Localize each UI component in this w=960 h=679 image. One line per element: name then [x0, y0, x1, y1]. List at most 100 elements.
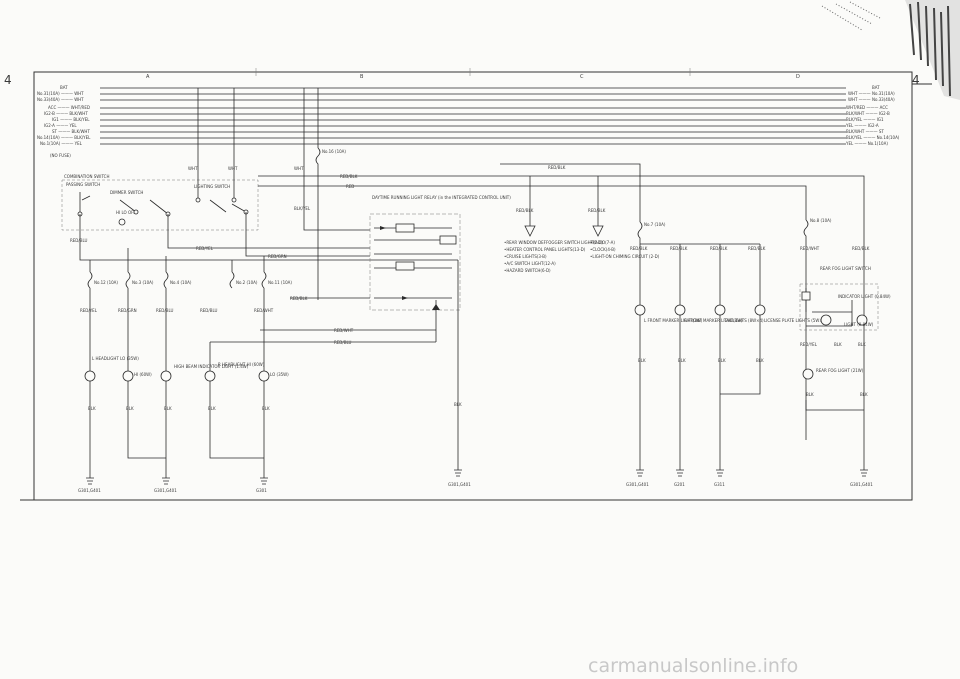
red-grn-feed — [245, 212, 370, 257]
left-supply-labels: BAT No.31(10A) ——— WHT No.33(40A) ——— WH… — [37, 85, 91, 158]
rc-upper-label-2: RED/BLK — [670, 246, 688, 251]
fuse-11-label: No.11 (10A) — [268, 280, 292, 285]
supply-label-bat: BAT — [60, 85, 68, 90]
drl-relay-box — [369, 213, 461, 311]
rc-upper-label-3: RED/BLK — [710, 246, 728, 251]
supply-label-no31: No.31(10A) ——— WHT — [37, 91, 84, 96]
wire-label-red-grn: RED/GRN — [268, 254, 287, 259]
fog-ground-label: G301,G401 — [850, 482, 873, 487]
hl-lower-label-4: BLK — [208, 406, 216, 411]
supply-label-no14: No.14(10A) ——— BLK/YEL — [37, 135, 91, 140]
mid-ground-label: G301,G401 — [448, 482, 471, 487]
frame-ticks — [20, 83, 932, 501]
scan-edge-artifact — [821, 0, 960, 100]
fog-lamp-label: REAR FOG LIGHT (21W) — [816, 368, 864, 373]
supply-label-ig2b-r: BLK/WHT ——— IG2-B — [846, 111, 890, 116]
fog-switch-internals — [801, 288, 868, 327]
fog-label-blk-1: BLK — [834, 342, 842, 347]
drl-relay-internals — [374, 223, 457, 342]
fuse-16-symbol — [315, 147, 321, 300]
right-lamps — [634, 304, 766, 316]
mid-ground-symbol — [454, 260, 462, 477]
fuse-2-label: No.2 (10A) — [236, 280, 258, 285]
supply-label-ig1-r: BLK/YEL ——— IG1 — [846, 117, 884, 122]
drl-note: •LIGHT-ON CHIMING CIRCUIT (2-D) — [590, 254, 660, 259]
drl-note: •CLOCK(4-B) — [590, 247, 616, 252]
hl-ground-label-1: G301,G401 — [78, 488, 101, 493]
rc-ground-label-2: G201 — [674, 482, 685, 487]
fuse-7-label: No.7 (10A) — [644, 222, 666, 227]
bus-taps — [197, 88, 319, 170]
supply-label-no33: No.33(40A) ——— WHT — [37, 97, 84, 102]
red-blu-feed — [79, 214, 458, 261]
rc-lamp-label-2: R FRONT MARKER LIGHT(3W) — [684, 318, 743, 323]
hl-ground-label-2: G301,G401 — [154, 488, 177, 493]
page-number: 4 — [4, 73, 12, 87]
wire-label-red-blk: RED/BLK — [340, 174, 358, 179]
rc-lower-label-3: BLK — [718, 358, 726, 363]
rc-lower-label-2: BLK — [678, 358, 686, 363]
rc-lower-label-4: BLK — [756, 358, 764, 363]
hl-upper-label-4: RED/BLU — [200, 308, 218, 313]
hl-lower-label-3: BLK — [164, 406, 172, 411]
fog-label-red-yel: RED/YEL — [800, 342, 818, 347]
drl-note: •RADIO(7-A) — [590, 240, 615, 245]
hl-upper-label-1: RED/YEL — [80, 308, 98, 313]
rc-upper-label-1: RED/BLK — [630, 246, 648, 251]
wire-label-wht-b: WHT — [228, 166, 238, 171]
fog-label-red-blk: RED/BLK — [852, 246, 870, 251]
supply-label-st-r: BLK/WHT ——— ST — [846, 129, 884, 134]
wire-label-red-blu: RED/BLU — [70, 238, 88, 243]
drl-note: •HAZARD SWITCH(6-D) — [504, 268, 551, 273]
rc-lamp-label-4: LICENSE PLATE LIGHTS (5W×2) — [764, 318, 827, 323]
fog-label-blk-2: BLK — [858, 342, 866, 347]
hl-upper-label-3: RED/BLU — [156, 308, 174, 313]
drl-note: •A/C SWITCH LIGHT(12-A) — [504, 261, 556, 266]
rc-lamp-label-1: L FRONT MARKER LIGHT(3W) — [644, 318, 703, 323]
wire-label-red-blk-2: RED/BLK — [290, 296, 308, 301]
wire-label-red-wht: RED/WHT — [334, 328, 354, 333]
lamp-label-l-headlight-hi: HI (60W) — [134, 372, 152, 377]
wire-label-red-yel: RED/YEL — [196, 246, 214, 251]
supply-label-no1-r: YEL ——— No.1(10A) — [845, 141, 888, 146]
wire-label-wht-a: WHT — [188, 166, 198, 171]
watermark: carmanualsonline.info — [588, 655, 798, 677]
column-letter-b: B — [360, 74, 364, 80]
red-feed — [258, 185, 807, 220]
hl-ground-label-4: G301 — [256, 488, 267, 493]
rc-lower-label-1: BLK — [638, 358, 646, 363]
supply-label-no1: No.1(10A) ——— YEL — [40, 141, 83, 146]
fuse-note: (NO FUSE) — [50, 153, 71, 158]
fog-label-red-wht: RED/WHT — [800, 246, 820, 251]
right-column-wires — [639, 244, 761, 470]
mid-ground-wire: BLK — [454, 402, 462, 407]
wire-label-blk-yel: BLK/YEL — [294, 206, 311, 211]
diagram-frame — [33, 71, 913, 501]
supply-label-no14-r: BLK/YEL ——— No.14(10A) — [846, 135, 900, 140]
rc-ground-label-1: G301,G401 — [626, 482, 649, 487]
supply-label-bat-r: BAT — [872, 85, 880, 90]
wire-label-red-blu-2: RED/BLU — [334, 340, 352, 345]
red-yel-feed — [167, 214, 370, 249]
fuse-12-label: No.12 (10A) — [94, 280, 118, 285]
switch-positions: HI LO OFF — [116, 210, 136, 215]
combination-switch-label: COMBINATION SWITCH — [64, 174, 109, 179]
drl-note: •REAR WINDOW DEFFOGGER SWITCH LIGHT(1-C) — [504, 240, 603, 245]
fuse-16-label: No.16 (10A) — [322, 149, 346, 154]
supply-label-ig2a-r: YEL ——— IG2-A — [845, 123, 879, 128]
headlight-grounds — [86, 440, 268, 485]
lamp-label-r-headlight-hi: R HEADLIGHT HI (60W) — [218, 362, 265, 367]
supply-label-ig2a: IG2-A ——— YEL — [44, 123, 77, 128]
supply-label-st: ST ——— BLK/WHT — [52, 129, 90, 134]
wire-label-red: RED — [346, 184, 354, 189]
drl-note: •CRUISE LIGHTS(3-B) — [504, 254, 547, 259]
fog-label-blk-3: BLK — [806, 392, 814, 397]
supply-label-ig2b: IG2-B ——— BLK/WHT — [44, 111, 88, 116]
fog-light-label: LIGHT (0.84W) — [844, 322, 874, 327]
column-letter-a: A — [146, 74, 150, 80]
rear-fog-lamp — [802, 368, 814, 380]
column-letters: A B C D — [146, 68, 800, 80]
red-blk-top-feed — [500, 163, 641, 222]
fog-switch-box — [799, 283, 879, 331]
